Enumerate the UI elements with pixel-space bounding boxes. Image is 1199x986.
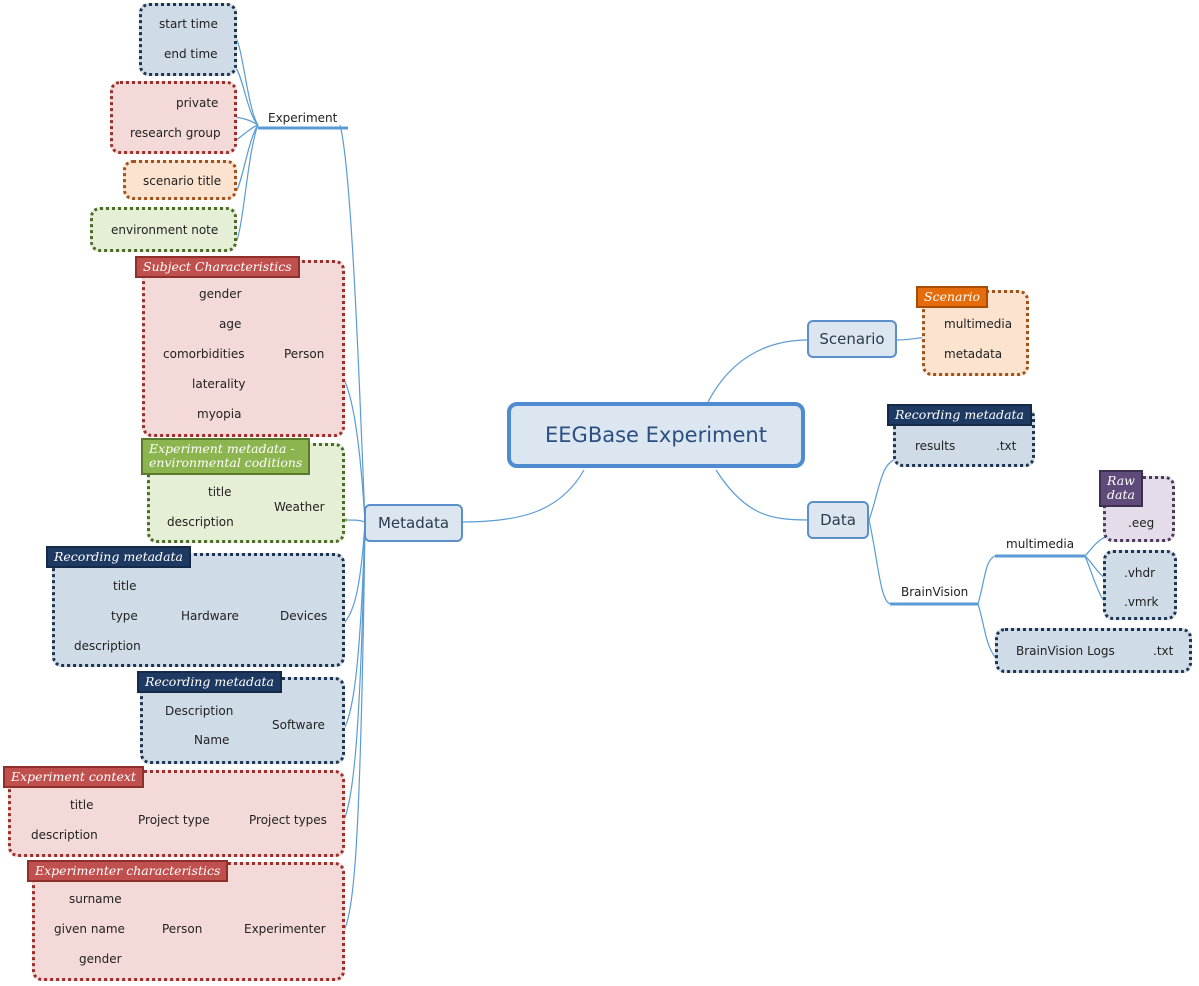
- group-subject: [142, 260, 345, 437]
- leaf-laterality[interactable]: laterality: [192, 377, 246, 391]
- leaf-myopia[interactable]: myopia: [197, 407, 242, 421]
- node-person-experimenter[interactable]: Person: [162, 922, 203, 936]
- leaf-scenario-multimedia[interactable]: multimedia: [944, 317, 1013, 331]
- leaf-environment-note[interactable]: environment note: [111, 223, 219, 237]
- leaf-private[interactable]: private: [176, 96, 219, 110]
- node-scenario[interactable]: Scenario: [807, 320, 897, 358]
- leaf-vhdr[interactable]: .vhdr: [1124, 566, 1156, 580]
- tag-experiment-context: Experiment context: [3, 766, 144, 789]
- node-metadata[interactable]: Metadata: [364, 504, 463, 542]
- root-node[interactable]: EEGBase Experiment: [507, 402, 805, 468]
- tag-line-1: Experiment metadata -: [149, 441, 295, 456]
- leaf-hardware-title[interactable]: title: [113, 579, 137, 593]
- group-scenario-title: [123, 160, 237, 200]
- node-multimedia[interactable]: multimedia: [1006, 537, 1075, 551]
- leaf-research-group[interactable]: research group: [130, 126, 221, 140]
- leaf-software-description[interactable]: Description: [165, 704, 234, 718]
- tag-recording-metadata-software: Recording metadata: [137, 671, 282, 694]
- group-environment-note: [90, 207, 237, 252]
- tag-recording-metadata-devices: Recording metadata: [46, 546, 191, 569]
- leaf-brainvision-logs[interactable]: BrainVision Logs: [1016, 644, 1115, 658]
- node-software[interactable]: Software: [272, 718, 325, 732]
- leaf-gender[interactable]: gender: [199, 287, 242, 301]
- group-experiment-time: [139, 3, 237, 76]
- leaf-scenario-metadata[interactable]: metadata: [944, 347, 1003, 361]
- leaf-hardware-description[interactable]: description: [74, 639, 141, 653]
- node-devices[interactable]: Devices: [280, 609, 328, 623]
- leaf-project-description[interactable]: description: [31, 828, 98, 842]
- leaf-hardware-type[interactable]: type: [111, 609, 138, 623]
- tag-line-1: Raw: [1107, 473, 1135, 488]
- node-person-subject[interactable]: Person: [284, 347, 325, 361]
- node-experiment[interactable]: Experiment: [268, 111, 338, 125]
- group-experiment-access: [110, 81, 237, 154]
- leaf-given-name[interactable]: given name: [54, 922, 125, 936]
- leaf-results[interactable]: results: [915, 439, 956, 453]
- leaf-eeg[interactable]: .eeg: [1128, 516, 1155, 530]
- group-vhdr-vmrk: [1103, 550, 1177, 620]
- node-brainvision[interactable]: BrainVision: [901, 585, 969, 599]
- leaf-end-time[interactable]: end time: [164, 47, 218, 61]
- leaf-software-name[interactable]: Name: [194, 733, 230, 747]
- tag-raw-data: Raw data: [1099, 470, 1143, 507]
- leaf-surname[interactable]: surname: [69, 892, 122, 906]
- node-project-types[interactable]: Project types: [249, 813, 327, 827]
- node-data[interactable]: Data: [807, 501, 869, 539]
- node-project-type[interactable]: Project type: [138, 813, 210, 827]
- leaf-project-title[interactable]: title: [70, 798, 94, 812]
- node-experimenter[interactable]: Experimenter: [244, 922, 326, 936]
- leaf-start-time[interactable]: start time: [159, 17, 218, 31]
- group-brainvision-logs: [995, 628, 1192, 673]
- leaf-comorbidities[interactable]: comorbidities: [163, 347, 245, 361]
- node-hardware[interactable]: Hardware: [181, 609, 239, 623]
- leaf-weather-description[interactable]: description: [167, 515, 234, 529]
- tag-line-2: data: [1107, 487, 1135, 503]
- leaf-scenario-title[interactable]: scenario title: [143, 174, 222, 188]
- leaf-results-txt[interactable]: .txt: [996, 439, 1017, 453]
- tag-line-2: environmental coditions: [149, 455, 303, 471]
- group-devices: [52, 553, 345, 667]
- leaf-age[interactable]: age: [219, 317, 242, 331]
- tag-experimenter-characteristics: Experimenter characteristics: [27, 860, 229, 883]
- leaf-experimenter-gender[interactable]: gender: [79, 952, 122, 966]
- leaf-logs-txt[interactable]: .txt: [1153, 644, 1174, 658]
- tag-scenario: Scenario: [916, 286, 988, 309]
- tag-subject-characteristics: Subject Characteristics: [135, 256, 300, 279]
- node-weather[interactable]: Weather: [274, 500, 325, 514]
- tag-environmental-conditions: Experiment metadata - environmental codi…: [141, 438, 311, 475]
- leaf-vmrk[interactable]: .vmrk: [1124, 595, 1159, 609]
- leaf-weather-title[interactable]: title: [208, 485, 232, 499]
- tag-recording-metadata-results: Recording metadata: [887, 404, 1032, 427]
